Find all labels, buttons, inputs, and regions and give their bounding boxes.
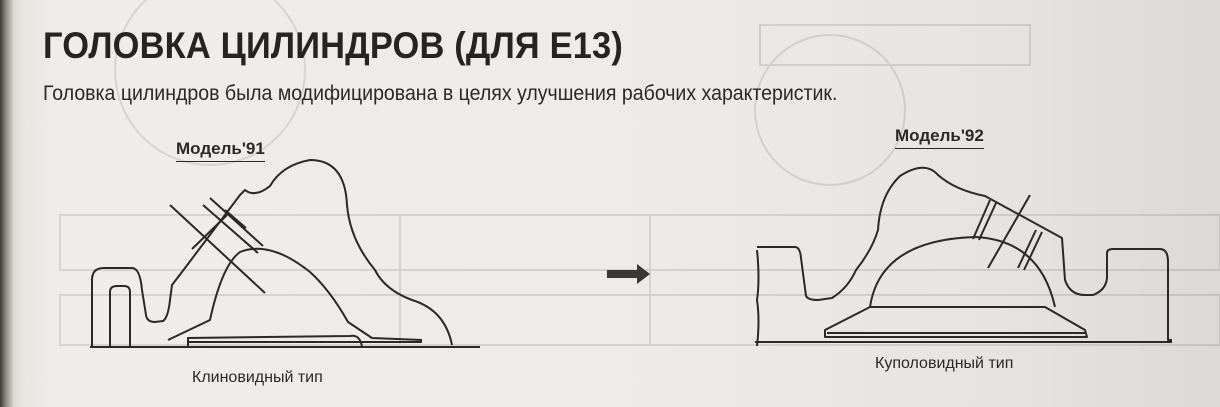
wedge-type-caption: Клиновидный тип bbox=[192, 369, 323, 386]
model-92-label: Модель'92 bbox=[895, 126, 984, 149]
dome-chamber-drawing bbox=[755, 166, 1172, 347]
page-title: ГОЛОВКА ЦИЛИНДРОВ (ДЛЯ Е13) bbox=[43, 25, 624, 66]
page-subtitle: Головка цилиндров была модифицирована в … bbox=[43, 82, 838, 105]
page-binding-shadow bbox=[0, 0, 14, 407]
right-arrow-icon bbox=[607, 264, 650, 284]
dome-type-caption: Куполовидный тип bbox=[875, 355, 1014, 372]
model-91-label: Модель'91 bbox=[176, 139, 265, 162]
wedge-chamber-drawing bbox=[90, 159, 480, 348]
